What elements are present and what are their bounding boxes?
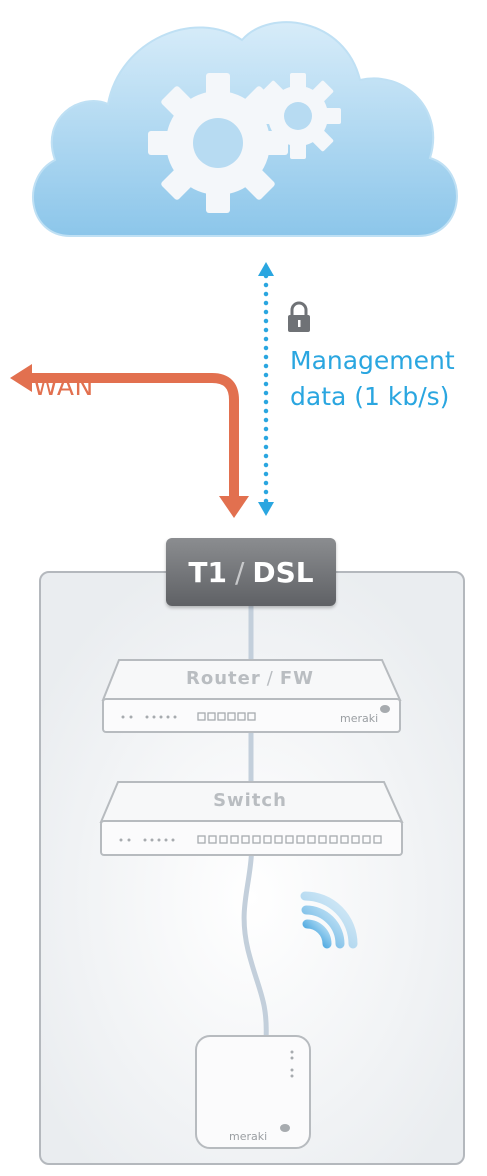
management-line-2: data (1 kb/s) bbox=[290, 382, 450, 411]
uplink-separator: / bbox=[234, 555, 245, 589]
router-brand-logo: meraki bbox=[340, 712, 379, 725]
wan-arrow bbox=[10, 364, 249, 518]
uplink-box: T1 / DSL bbox=[166, 538, 336, 606]
access-point-brand-logo: meraki bbox=[229, 1130, 268, 1143]
router-label-separator: / bbox=[266, 668, 274, 689]
management-line-1: Management bbox=[290, 346, 455, 375]
wan-label: WAN bbox=[33, 372, 94, 401]
management-data-label: Management data (1 kb/s) bbox=[290, 343, 455, 415]
router-label-part1: Router bbox=[186, 668, 261, 689]
uplink-part2: DSL bbox=[252, 555, 314, 589]
gears-icon bbox=[148, 73, 341, 213]
router-device bbox=[101, 659, 402, 733]
uplink-part1: T1 bbox=[188, 555, 227, 589]
switch-label: Switch bbox=[213, 790, 287, 811]
management-link-arrow bbox=[258, 262, 274, 516]
router-label-part2: FW bbox=[279, 668, 314, 689]
lock-icon bbox=[288, 301, 310, 332]
wifi-signal-icon bbox=[300, 891, 358, 949]
cable-switch-ap bbox=[241, 823, 269, 1041]
access-point-device bbox=[195, 1035, 311, 1149]
router-label: Router/FW bbox=[150, 668, 350, 689]
switch-device bbox=[99, 781, 404, 856]
